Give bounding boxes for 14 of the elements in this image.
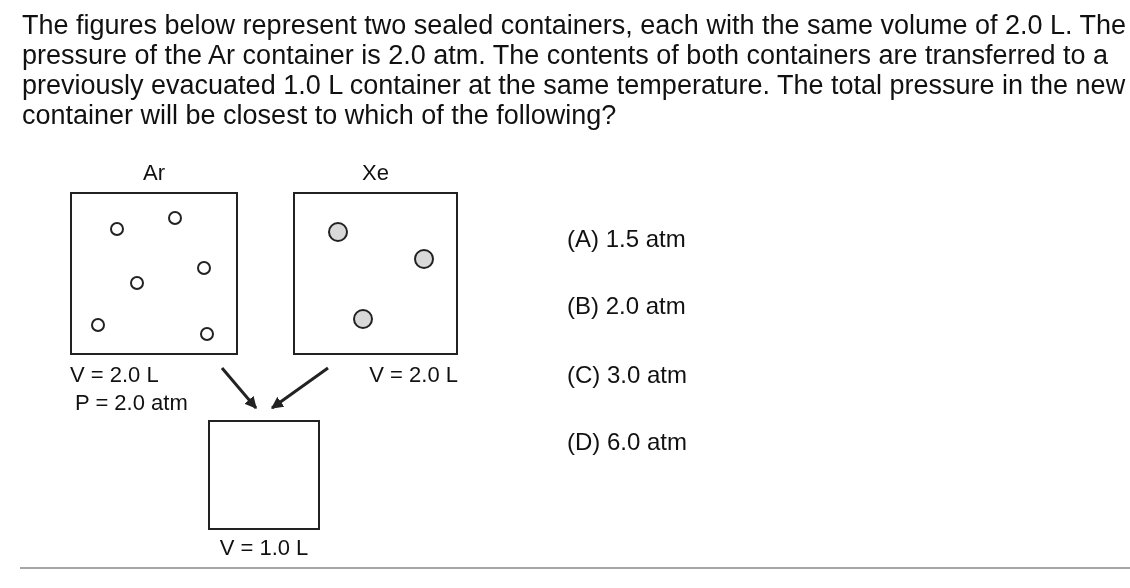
condition-label: P = 2.0 atm	[75, 390, 189, 416]
answer-choice: (C) 3.0 atm	[567, 361, 688, 389]
condition-label: V = 2.0 L	[368, 362, 458, 388]
answer-choice: (B) 2.0 atm	[567, 292, 686, 320]
arrow	[271, 366, 329, 410]
arrow	[220, 367, 258, 409]
answer-choice: (A) 1.5 atm	[567, 225, 686, 253]
gas-label: Ar	[142, 160, 166, 186]
question-text: The figures below represent two sealed containers, each with the same volume of 2.0 L. The pressure of the Ar container is 2.0 atm. The contents of both containers are transferred to a previously evacuated 1.0 L container at the same temperature. The total pressure in the new container will be closest to which of the following?	[22, 10, 1128, 130]
condition-label: V = 2.0 L	[70, 362, 160, 388]
gas-label: Xe	[361, 160, 390, 186]
condition-label: V = 1.0 L	[218, 535, 310, 561]
answer-choice: (D) 6.0 atm	[567, 428, 688, 456]
empty-container-box	[208, 420, 320, 530]
